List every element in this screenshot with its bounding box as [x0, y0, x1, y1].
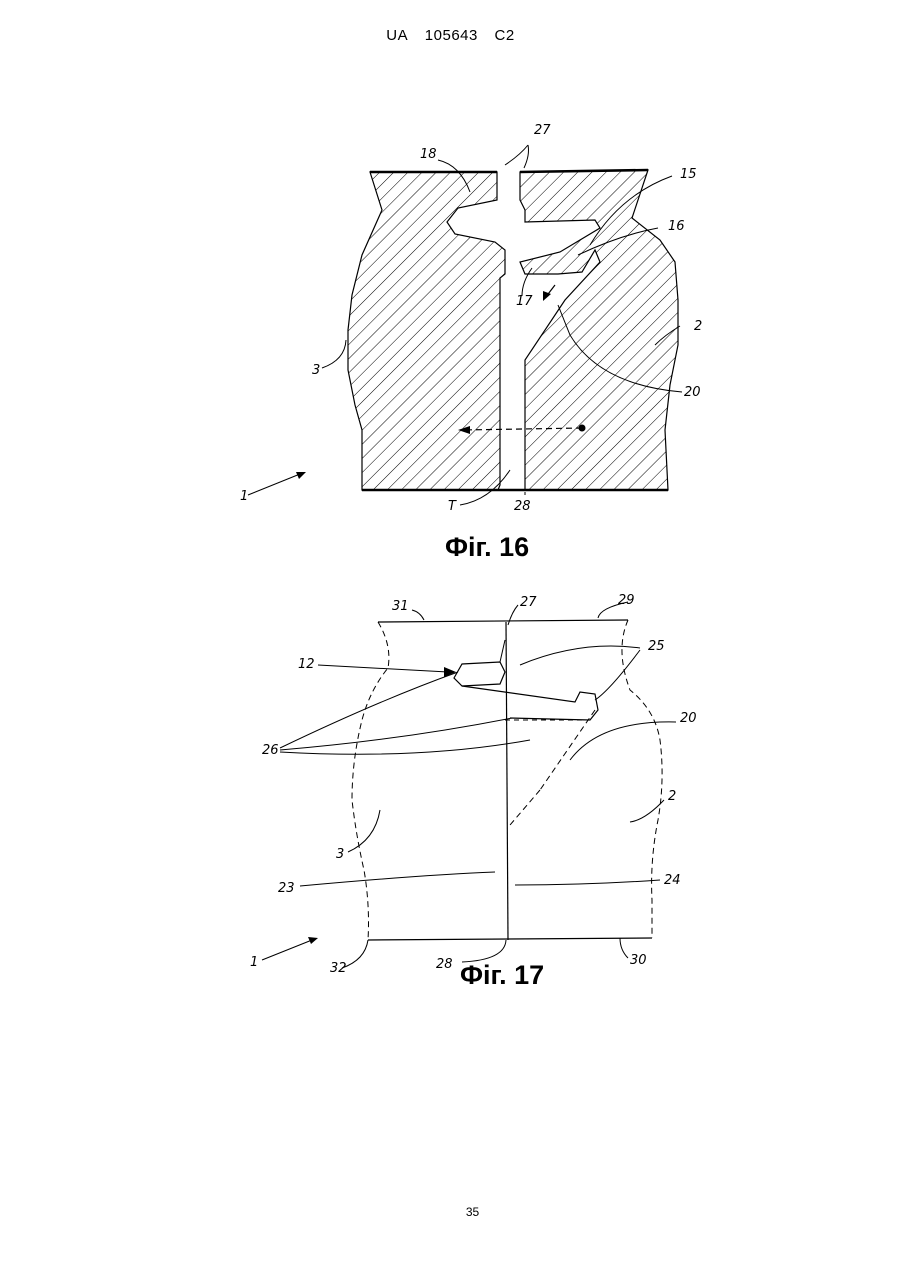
figure-16-caption: Фіг. 16 — [445, 532, 529, 563]
fig17-label-28: 28 — [436, 957, 453, 972]
figure-17-caption: Фіг. 17 — [460, 960, 544, 991]
figure-16-drawing: 27 18 15 16 17 2 3 20 1 T 28 — [240, 123, 702, 514]
fig17-label-20: 20 — [680, 711, 697, 726]
fig16-label-1: 1 — [240, 489, 248, 504]
fig17-label-3: 3 — [336, 847, 344, 862]
fig16-label-15: 15 — [680, 167, 697, 182]
fig16-label-20: 20 — [684, 385, 701, 400]
page-number: 35 — [0, 1205, 901, 1219]
fig17-label-29: 29 — [618, 593, 635, 608]
fig16-label-3: 3 — [312, 363, 320, 378]
fig17-label-1: 1 — [250, 955, 258, 970]
fig17-label-23: 23 — [278, 881, 295, 896]
figure-17-drawing: 31 27 29 25 12 20 26 2 3 23 24 1 32 28 3… — [250, 593, 697, 976]
fig17-label-24: 24 — [664, 873, 681, 888]
fig16-label-18: 18 — [420, 147, 437, 162]
fig16-label-28: 28 — [514, 499, 531, 514]
fig17-label-12: 12 — [298, 657, 315, 672]
fig16-label-27: 27 — [534, 123, 551, 138]
part-3-section — [348, 172, 505, 490]
fig17-label-2: 2 — [668, 789, 676, 804]
fig16-label-17: 17 — [516, 294, 533, 309]
fig17-label-32: 32 — [330, 961, 347, 976]
fig17-label-26: 26 — [262, 743, 279, 758]
fig16-label-16: 16 — [668, 219, 685, 234]
fig17-label-30: 30 — [630, 953, 647, 968]
fig17-label-31: 31 — [392, 599, 409, 614]
fig16-label-2: 2 — [694, 319, 702, 334]
fig16-label-T: T — [448, 499, 457, 514]
fig17-label-27: 27 — [520, 595, 537, 610]
part-2-section — [520, 170, 678, 490]
fig17-label-25: 25 — [648, 639, 665, 654]
